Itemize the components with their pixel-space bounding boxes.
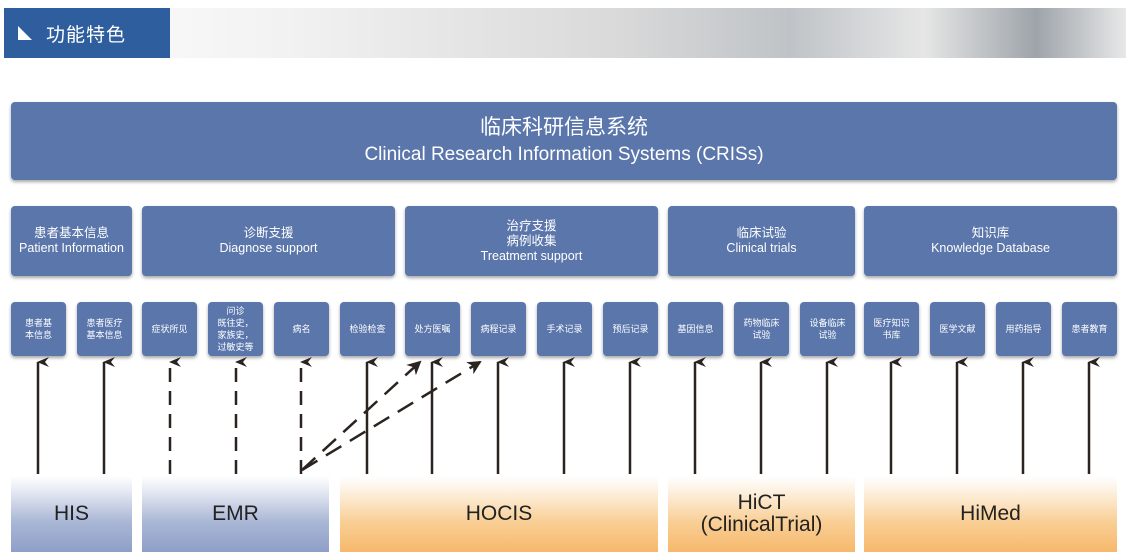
source-label: HIS <box>53 502 89 525</box>
source-label: EMR <box>212 502 259 525</box>
feature-label: 处方医嘱 <box>414 324 451 334</box>
category-en: Diagnose support <box>219 241 318 255</box>
feature-box: 患者医疗 基本信息 <box>77 302 132 356</box>
source-his: HIS <box>11 476 132 552</box>
feature-label: 设备临床 试验 <box>809 318 846 340</box>
feature-label: 预后记录 <box>612 324 649 334</box>
feature-box: 医学文献 <box>930 302 985 356</box>
feature-box: 设备临床 试验 <box>800 302 855 356</box>
feature-box: 患者基 本信息 <box>11 302 66 356</box>
feature-box: 手术记录 <box>537 302 592 356</box>
feature-box: 预后记录 <box>603 302 658 356</box>
feature-box: 处方医嘱 <box>405 302 460 356</box>
feature-box: 病程记录 <box>471 302 526 356</box>
feature-label: 患者医疗 基本信息 <box>86 318 123 340</box>
category-cn: 知识库 <box>971 226 1010 240</box>
dashed-diagonal-arrow <box>301 360 422 471</box>
header-title: 功能特色 <box>46 24 127 46</box>
category-cn: 临床试验 <box>736 226 787 240</box>
category-knowledge-database: 知识库 Knowledge Database <box>864 206 1117 276</box>
category-diagnose-support: 诊断支援 Diagnose support <box>142 206 395 276</box>
feature-box: 用药指导 <box>996 302 1051 356</box>
feature-box: 病名 <box>274 302 329 356</box>
category-en: Knowledge Database <box>931 241 1050 255</box>
feature-box: 药物临床 试验 <box>734 302 789 356</box>
feature-label: 医疗知识 书库 <box>873 318 910 340</box>
category-en: Clinical trials <box>726 241 797 255</box>
feature-label: 病名 <box>292 324 311 334</box>
feature-label: 药物临床 试验 <box>743 318 780 340</box>
cris-main-box: 临床科研信息系统 Clinical Research Information S… <box>11 102 1117 180</box>
feature-box: 症状所见 <box>142 302 197 356</box>
category-patient-information: 患者基本信息 Patient Information <box>11 206 132 276</box>
source-label: HiCT (ClinicalTrial) <box>700 491 823 536</box>
dashed-diagonal-arrow <box>301 360 482 472</box>
header-banner <box>4 8 1126 58</box>
feature-box: 检验检查 <box>340 302 395 356</box>
source-label: HiMed <box>960 502 1021 525</box>
source-label: HOCIS <box>465 502 533 525</box>
category-cn: 诊断支援 <box>243 226 294 240</box>
category-en: Patient Information <box>19 241 124 255</box>
source-hocis: HOCIS <box>340 476 658 552</box>
source-himed: HiMed <box>864 476 1117 552</box>
feature-label: 手术记录 <box>546 324 583 334</box>
main-title-cn: 临床科研信息系统 <box>480 116 648 139</box>
feature-label: 患者教育 <box>1071 324 1108 334</box>
main-title-en: Clinical Research Information Systems (C… <box>364 144 764 165</box>
feature-label: 检验检查 <box>349 324 386 334</box>
feature-box: 医疗知识 书库 <box>864 302 919 356</box>
feature-label: 病程记录 <box>480 324 517 334</box>
category-cn-2: 病例收集 <box>506 233 557 248</box>
feature-label: 医学文献 <box>939 324 976 334</box>
source-emr: EMR <box>142 476 329 552</box>
header-tab: 功能特色 <box>4 8 170 58</box>
feature-label: 患者基 本信息 <box>24 318 52 340</box>
feature-box: 患者教育 <box>1062 302 1117 356</box>
category-en: Treatment support <box>480 248 583 263</box>
feature-label: 基因信息 <box>677 324 714 334</box>
category-clinical-trials: 临床试验 Clinical trials <box>668 206 855 276</box>
feature-label: 问诊 既往史， 家族史， 过敏史等 <box>217 306 254 352</box>
feature-box: 问诊 既往史， 家族史， 过敏史等 <box>208 302 263 356</box>
triangle-icon <box>18 26 32 40</box>
source-hict: HiCT (ClinicalTrial) <box>668 476 855 552</box>
category-treatment-support: 治疗支援 病例收集 Treatment support <box>405 206 658 276</box>
feature-label: 症状所见 <box>151 324 188 334</box>
category-cn: 治疗支援 <box>506 218 557 233</box>
feature-box: 基因信息 <box>668 302 723 356</box>
category-cn: 患者基本信息 <box>33 226 109 240</box>
feature-label: 用药指导 <box>1005 324 1042 334</box>
